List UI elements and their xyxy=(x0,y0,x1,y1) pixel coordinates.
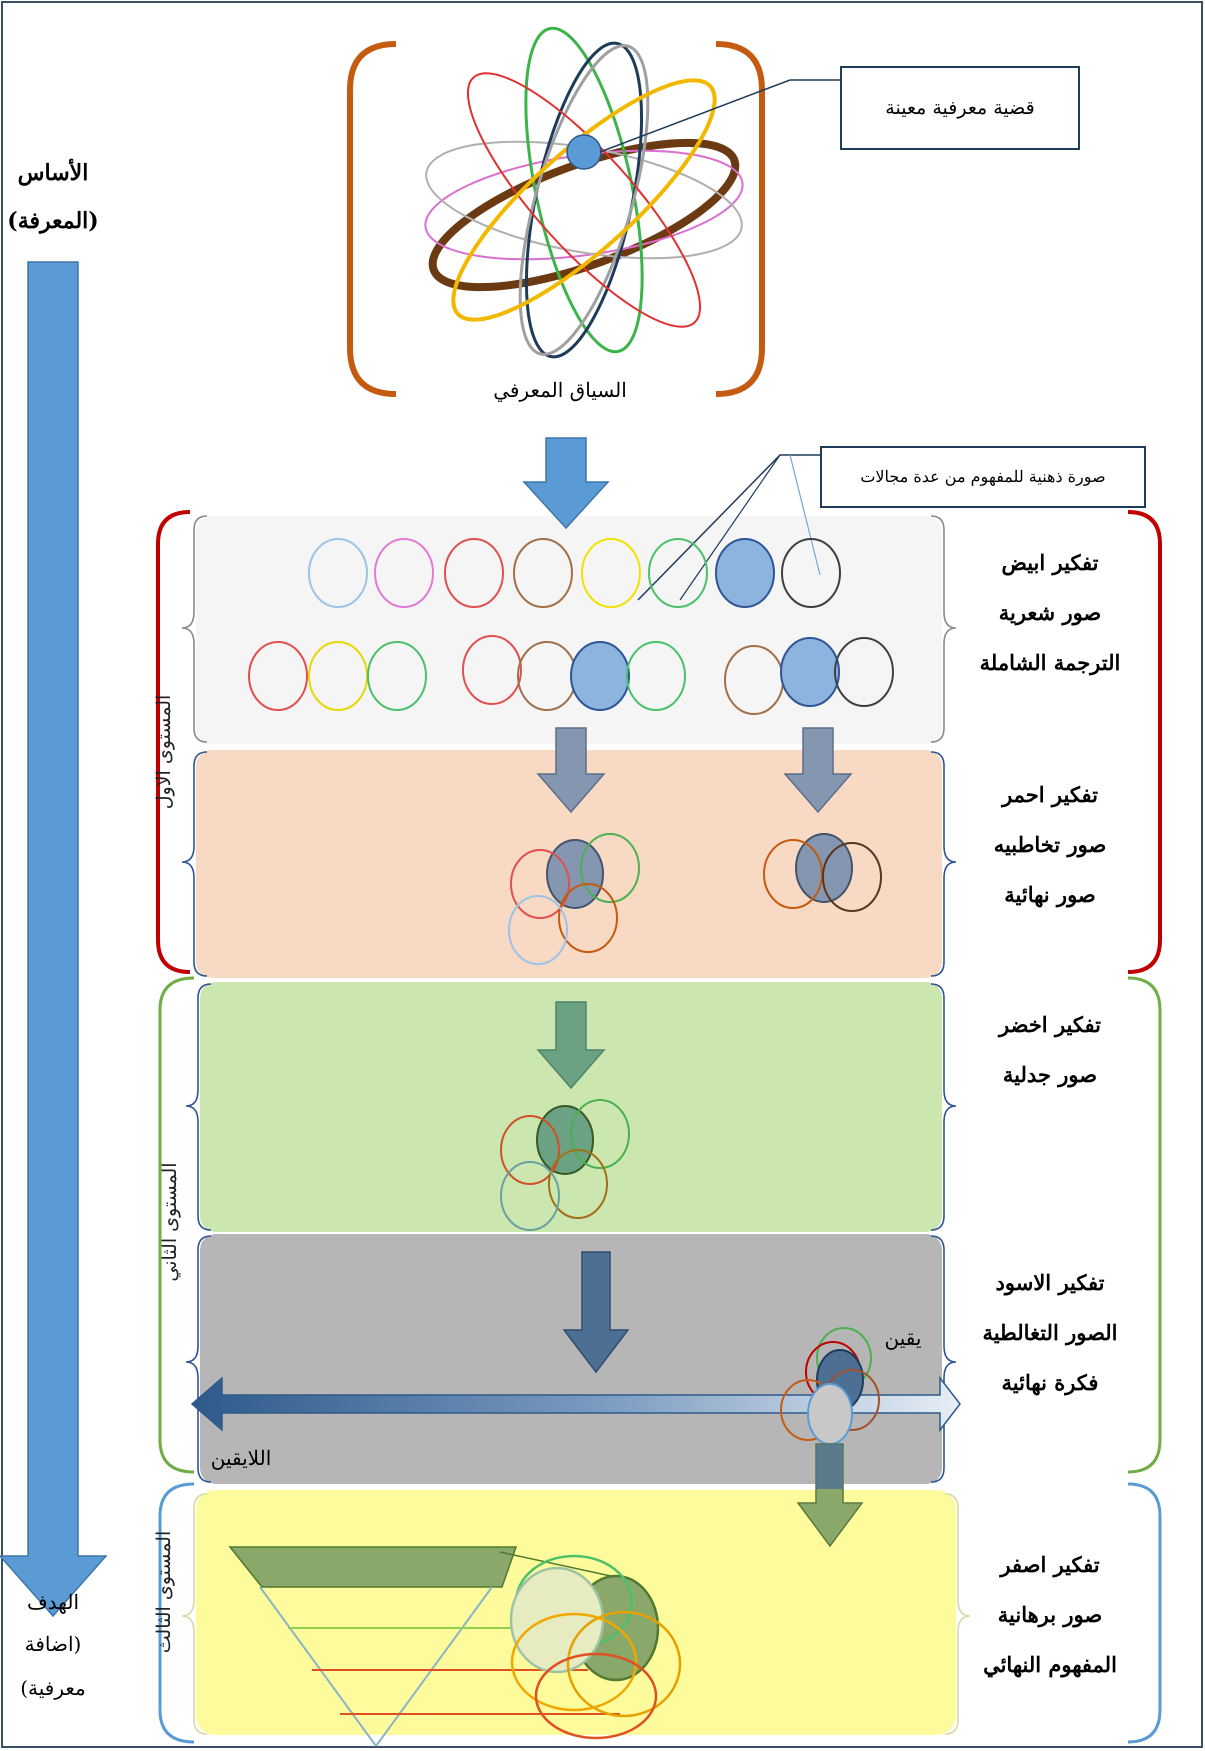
band-white-line3: الترجمة الشاملة xyxy=(979,650,1121,675)
bracket-level3-left xyxy=(158,1482,195,1744)
brace-white-right xyxy=(930,515,957,743)
band-black xyxy=(200,1234,942,1484)
white-row1 xyxy=(308,538,841,608)
long-down-arrow xyxy=(0,261,108,1618)
black-cluster xyxy=(780,1327,880,1445)
top-down-arrow xyxy=(522,437,610,530)
band-yellow-line3: المفهوم النهائي xyxy=(983,1652,1117,1677)
bracket-level2-left xyxy=(158,976,195,1474)
callout-mental-image: صورة ذهنية للمفهوم من عدة مجالات xyxy=(820,446,1146,508)
context-label: السياق المعرفي xyxy=(470,378,650,402)
red-cluster-2 xyxy=(763,833,882,912)
brace-yellow-right xyxy=(944,1493,971,1735)
band-green-line1: تفكير اخضر xyxy=(999,1012,1101,1037)
band-black-line1: تفكير الاسود xyxy=(995,1270,1105,1295)
context-bracket-left xyxy=(347,41,397,397)
callout-knowledge-issue: قضية معرفية معينة xyxy=(840,66,1080,150)
foundation-subtitle: (المعرفة) xyxy=(7,208,99,234)
brace-green-right xyxy=(930,983,957,1231)
band-black-line2: الصور التغالطية xyxy=(982,1320,1118,1345)
brace-yellow-left xyxy=(181,1493,208,1735)
red-arrow-1 xyxy=(536,727,606,814)
band-yellow-line2: صور برهانية xyxy=(997,1602,1103,1627)
band-yellow-line1: تفكير اصفر xyxy=(1000,1552,1100,1577)
red-cluster-1 xyxy=(508,833,640,965)
goal-title: الهدف xyxy=(26,1590,80,1614)
foundation-title: الأساس xyxy=(17,160,89,186)
brace-green-left xyxy=(185,983,212,1231)
yellow-cluster xyxy=(509,1554,682,1740)
black-arrow xyxy=(562,1251,630,1374)
brace-white-left xyxy=(181,515,208,743)
brace-red-left xyxy=(181,751,208,977)
white-row2 xyxy=(248,635,894,715)
level-first-label: المستوى الاول xyxy=(153,694,175,810)
band-red-line3: صور نهائية xyxy=(1004,882,1096,907)
orbital-ellipses xyxy=(424,26,744,359)
brace-red-right xyxy=(930,751,957,977)
band-black-line3: فكرة نهائية xyxy=(1001,1370,1099,1395)
band-red-line2: صور تخاطبيه xyxy=(993,832,1107,857)
uncertain-label: اللايقين xyxy=(210,1446,272,1470)
context-bracket-right xyxy=(715,41,765,397)
green-cluster xyxy=(500,1099,630,1231)
bracket-level1-left xyxy=(156,510,191,974)
bracket-level1-right xyxy=(1127,510,1162,974)
level-third-label: المستوى الثالث xyxy=(153,1530,175,1654)
brace-black-right xyxy=(930,1235,957,1483)
green-arrow xyxy=(536,1001,606,1090)
bracket-level2-right xyxy=(1127,976,1162,1474)
goal-line2: (اضافة xyxy=(24,1632,82,1656)
certain-label: يقين xyxy=(884,1326,922,1350)
callout-leader xyxy=(599,79,844,153)
certainty-axis xyxy=(190,1375,961,1433)
goal-line3: معرفية) xyxy=(20,1676,86,1700)
band-white-line1: تفكير ابيض xyxy=(1001,550,1099,575)
red-arrow-2 xyxy=(783,727,853,814)
brace-black-left xyxy=(185,1235,212,1483)
band-green-line2: صور جدلية xyxy=(1002,1062,1098,1087)
band-white-line2: صور شعرية xyxy=(998,600,1102,625)
center-node xyxy=(566,134,602,170)
band-red-line1: تفكير احمر xyxy=(1002,782,1098,807)
level-second-label: المستوى الثاني xyxy=(159,1162,181,1282)
bracket-level3-right xyxy=(1127,1482,1162,1744)
band-white xyxy=(196,516,942,744)
